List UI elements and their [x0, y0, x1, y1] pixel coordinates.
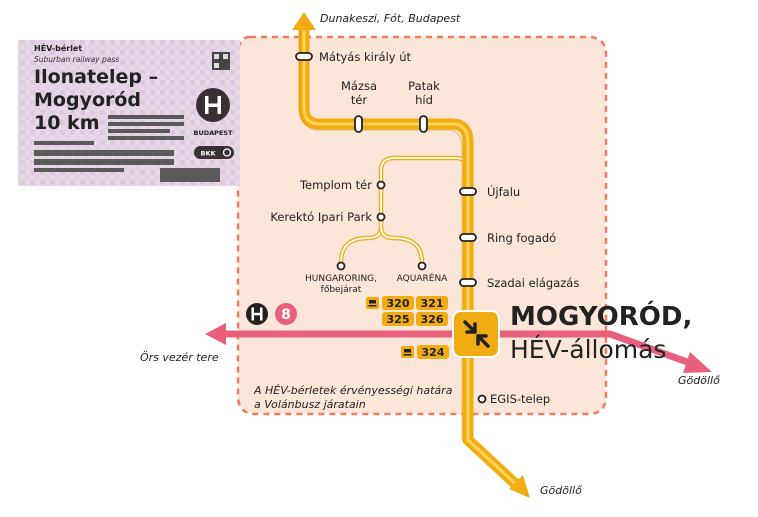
ticket-distance: 10 km: [34, 112, 100, 134]
station-mazsa-line1: Mázsa: [341, 79, 377, 93]
hev-line-yellow: [298, 22, 526, 494]
current-station-subtitle: HÉV-állomás: [510, 335, 666, 364]
stop-templom: Templom tér: [299, 178, 372, 192]
direction-east: Gödöllő: [678, 374, 720, 387]
hev-line-number: 8: [281, 307, 291, 323]
station-egis: EGIS-telep: [490, 392, 550, 406]
station-szadai: Szadai elágazás: [487, 276, 579, 290]
ticket-type: HÉV-bérlet: [34, 42, 82, 53]
arrow-north: [292, 12, 316, 30]
hev-line-pink: [205, 323, 712, 373]
route-320: 320: [387, 297, 410, 310]
route-326: 326: [421, 313, 444, 326]
direction-south: Gödöllő: [540, 484, 582, 497]
route-325: 325: [387, 313, 410, 326]
validity-note-line1: A HÉV-bérletek érvényességi határa: [253, 384, 453, 397]
bus-routes-group-1: 320 321 325 326: [366, 296, 448, 326]
stop-hungaroring-line1: HUNGARORING,: [305, 274, 377, 284]
stop-hungaroring-line2: főbejárat: [321, 285, 362, 295]
ticket-type-en: Suburban railway pass: [34, 55, 119, 64]
stop-aquarena: AQUARÉNA: [397, 272, 448, 284]
hev-line-badge: 8: [246, 303, 297, 325]
station-mazsa-line2: tér: [351, 93, 368, 107]
station-patak-line2: híd: [415, 93, 433, 107]
current-station-name: MOGYORÓD,: [510, 300, 692, 332]
stop-kerekto: Kerektó Ipari Park: [270, 210, 372, 224]
route-324: 324: [422, 346, 445, 359]
route-321: 321: [421, 297, 444, 310]
ticket-route-line2: Mogyoród: [34, 89, 141, 111]
direction-west: Örs vezér tere: [140, 351, 219, 364]
validity-note-line2: a Volánbusz járatain: [254, 398, 366, 411]
ticket-city: BUDAPEST: [194, 129, 234, 137]
station-patak-line1: Patak: [408, 79, 440, 93]
svg-text:BKK: BKK: [200, 150, 216, 158]
direction-north: Dunakeszi, Fót, Budapest: [320, 12, 461, 25]
station-ring: Ring fogadó: [487, 231, 556, 245]
ticket-operator-badge: BKK: [194, 146, 234, 159]
ticket-route-line1: Ilonatelep –: [34, 66, 158, 88]
ticket-hev-logo-icon: [196, 88, 230, 122]
transfer-station-icon: [452, 310, 500, 358]
arrow-south: [509, 475, 530, 498]
station-markers: [295, 52, 487, 404]
station-ujfalu: Újfalu: [487, 184, 520, 199]
station-matyas: Mátyás király út: [319, 50, 412, 64]
bus-routes-group-2: 324: [401, 345, 449, 359]
hev-pass-ticket: HÉV-bérlet Suburban railway pass Ilonate…: [18, 40, 240, 186]
